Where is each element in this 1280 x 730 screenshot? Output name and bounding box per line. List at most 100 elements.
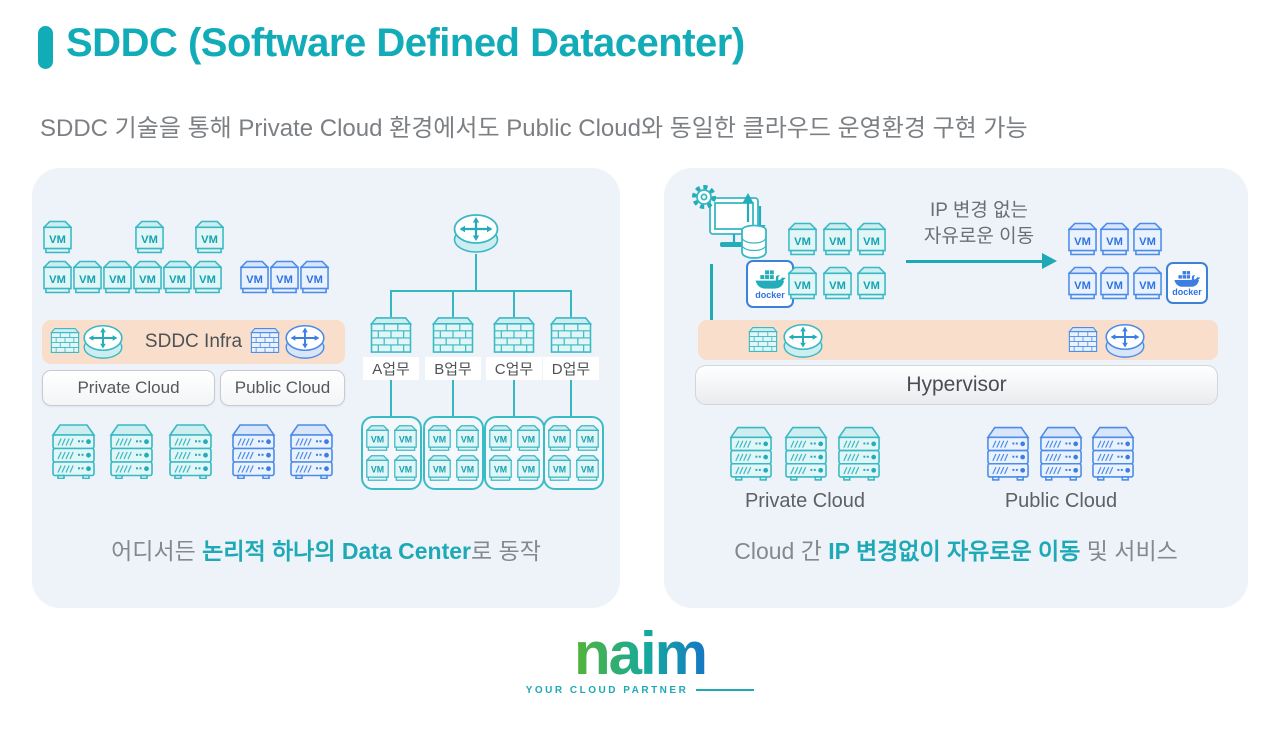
svg-text:VM: VM <box>522 465 535 475</box>
vm-icon: VM <box>300 260 329 294</box>
vm-group-a: VM VM VM VM <box>361 416 422 490</box>
vm-icon: VM <box>1100 266 1129 300</box>
page-subtitle: SDDC 기술을 통해 Private Cloud 환경에서도 Public C… <box>40 115 1028 142</box>
firewall-icon <box>549 316 593 354</box>
vm-icon: VM <box>456 455 479 481</box>
svg-text:VM: VM <box>1074 280 1091 292</box>
tree-connector <box>452 377 454 417</box>
vm-icon: VM <box>428 425 451 451</box>
vm-icon: VM <box>857 266 886 300</box>
vm-icon: VM <box>103 260 132 294</box>
vm-icon: VM <box>366 425 389 451</box>
vm-icon: VM <box>456 455 479 481</box>
hypervisor-bar: Hypervisor <box>695 365 1218 405</box>
private-cloud-label: Private Cloud <box>744 490 866 512</box>
svg-text:VM: VM <box>794 280 811 292</box>
caption-highlight: IP 변경없이 자유로운 이동 <box>828 538 1081 564</box>
firewall-icon <box>250 327 280 354</box>
firewall-icon <box>431 317 475 353</box>
server-icon <box>986 426 1030 481</box>
vm-icon: VM <box>366 455 389 481</box>
vm-icon: VM <box>823 222 852 256</box>
tree-connector <box>390 377 392 417</box>
vm-icon: VM <box>1133 222 1162 256</box>
vm-icon: VM <box>788 266 817 300</box>
router-icon <box>782 322 824 359</box>
vm-icon: VM <box>857 222 886 256</box>
svg-text:VM: VM <box>399 465 412 475</box>
svg-text:VM: VM <box>139 274 156 286</box>
svg-text:VM: VM <box>1106 236 1123 248</box>
migration-arrow <box>906 260 1044 263</box>
firewall-icon <box>492 316 536 354</box>
vm-icon: VM <box>428 425 451 451</box>
server-icon <box>51 424 96 479</box>
vm-icon: VM <box>823 266 852 300</box>
tree-connector <box>570 290 572 317</box>
sddc-infra-label: SDDC Infra <box>144 331 243 352</box>
vm-icon: VM <box>300 260 329 294</box>
vm-icon: VM <box>456 425 479 451</box>
vm-group-b: VM VM VM VM <box>423 416 484 490</box>
vm-icon: VM <box>193 260 222 294</box>
docker-label: docker <box>1172 287 1202 298</box>
server-icon <box>1091 426 1135 481</box>
vm-icon: VM <box>788 222 817 256</box>
server-icon <box>836 424 882 481</box>
firewall-icon <box>431 316 475 354</box>
firewall-icon <box>748 326 778 353</box>
vm-icon: VM <box>240 260 269 294</box>
migration-note: IP 변경 없는 자유로운 이동 <box>904 198 1054 249</box>
server-icon <box>109 424 154 479</box>
server-icon <box>231 424 276 479</box>
logo-tagline: YOUR CLOUD PARTNER <box>0 685 1280 696</box>
svg-text:VM: VM <box>863 236 880 248</box>
server-icon <box>784 426 828 481</box>
caption-text: 어디서든 <box>111 538 203 564</box>
svg-text:VM: VM <box>79 274 96 286</box>
docker-icon: docker <box>1166 262 1208 304</box>
vm-icon: VM <box>489 455 512 481</box>
vm-icon: VM <box>517 425 540 451</box>
tree-connector <box>475 254 477 290</box>
right-panel-cloud-migration: docker VM VM VM VM VM <box>664 168 1248 608</box>
server-icon <box>728 424 774 481</box>
deploy-arrow <box>710 264 713 348</box>
svg-text:VM: VM <box>201 234 218 246</box>
svg-text:VM: VM <box>109 274 126 286</box>
vm-icon: VM <box>366 425 389 451</box>
sddc-infra-bar: SDDC Infra <box>42 320 345 364</box>
server-icon <box>1038 424 1084 481</box>
svg-text:VM: VM <box>246 274 263 286</box>
svg-text:VM: VM <box>276 274 293 286</box>
vm-icon: VM <box>163 260 192 294</box>
svg-text:VM: VM <box>1139 236 1156 248</box>
tree-connector <box>513 377 515 417</box>
docker-label: docker <box>755 289 785 300</box>
vm-icon: VM <box>270 260 299 294</box>
logo-tagline-rule <box>696 689 755 692</box>
router-icon <box>82 323 124 360</box>
public-cloud-label: Public Cloud <box>1004 490 1118 512</box>
svg-text:VM: VM <box>461 465 474 475</box>
server-icon <box>230 422 277 479</box>
router-icon <box>1105 323 1145 358</box>
tree-connector <box>390 290 392 317</box>
firewall-icon <box>369 316 413 354</box>
right-panel-caption: Cloud 간 IP 변경없이 자유로운 이동 및 서비스 <box>664 532 1248 566</box>
caption-highlight: 논리적 하나의 Data Center <box>202 538 471 564</box>
vm-icon: VM <box>1068 266 1097 300</box>
tree-connector <box>452 290 454 317</box>
svg-text:VM: VM <box>1139 280 1156 292</box>
svg-text:VM: VM <box>522 435 535 445</box>
vm-icon: VM <box>1133 266 1162 300</box>
firewall-icon <box>50 327 80 354</box>
router-icon <box>284 323 326 360</box>
vm-icon: VM <box>788 222 817 256</box>
vm-icon: VM <box>517 455 540 481</box>
vm-group-d: VM VM VM VM <box>543 416 604 490</box>
svg-text:VM: VM <box>433 465 446 475</box>
svg-text:VM: VM <box>141 234 158 246</box>
vm-icon: VM <box>195 220 224 254</box>
